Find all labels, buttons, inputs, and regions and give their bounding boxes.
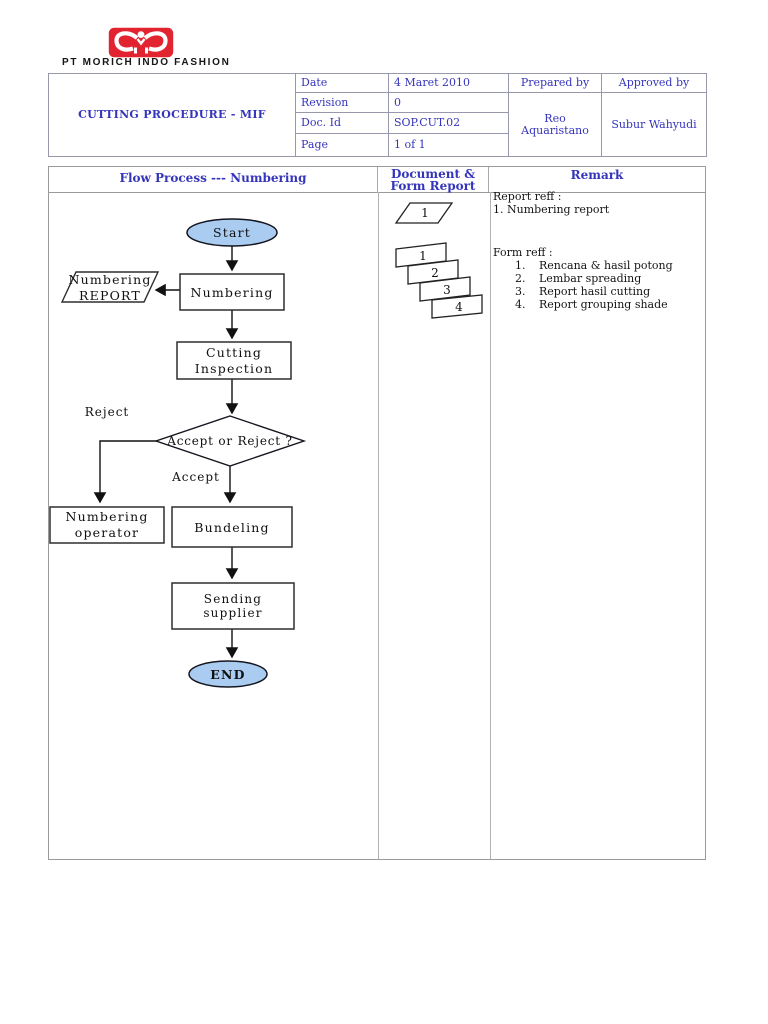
- field-label-docid: Doc. Id: [295, 112, 389, 134]
- column-header-document-form: Document & Form Report: [378, 167, 489, 192]
- form-card-4: [431, 294, 483, 319]
- field-value-revision: 0: [388, 92, 509, 113]
- report-document-number: 1: [421, 206, 429, 220]
- report-reff-title: Report reff :: [493, 190, 562, 203]
- approved-by-name: Subur Wahyudi: [601, 92, 707, 157]
- sending-supplier-label: Sending supplier: [203, 592, 263, 620]
- end-label: END: [210, 666, 246, 682]
- prepared-by-name: Reo Aquaristano: [508, 92, 602, 157]
- form-card-3: [419, 276, 471, 302]
- approved-by-label: Approved by: [601, 73, 707, 93]
- bundeling-shape: [171, 506, 293, 548]
- form-reff-item: 4. Report grouping shade: [515, 298, 668, 311]
- cutting-inspection-label: Cutting Inspection: [194, 344, 274, 376]
- numbering-operator-label: Numbering operator: [65, 509, 149, 540]
- form-card-1-number: 1: [419, 249, 427, 263]
- column-divider: [378, 192, 379, 859]
- column-header-remark: Remark: [570, 168, 624, 182]
- decision-diamond-shape: [153, 415, 307, 467]
- column-divider: [490, 192, 491, 859]
- numbering-report-parallelogram: [60, 271, 160, 303]
- field-value-page: 1 of 1: [388, 133, 509, 157]
- company-logo-icon: [108, 27, 174, 58]
- sending-supplier-shape: [171, 582, 295, 630]
- document-title: CUTTING PROCEDURE - MIF: [48, 73, 296, 157]
- form-reff-item: 1. Rencana & hasil potong: [515, 259, 673, 272]
- start-label: Start: [212, 225, 252, 240]
- bundeling-label: Bundeling: [194, 519, 270, 535]
- decision-label: Accept or Reject ?: [167, 434, 293, 448]
- flowchart-diagram: [49, 218, 307, 688]
- column-header-flow-process: Flow Process --- Numbering: [49, 167, 378, 192]
- numbering-report-label: Numbering REPORT: [68, 271, 152, 303]
- flow-process-table: Flow Process --- Numbering Document & Fo…: [48, 166, 706, 860]
- flow-table-header-row: Flow Process --- Numbering Document & Fo…: [49, 167, 705, 193]
- numbering-operator-shape: [49, 506, 165, 544]
- numbering-label: Numbering: [190, 284, 274, 300]
- field-value-date: 4 Maret 2010: [388, 73, 509, 93]
- document-form-shapes: 1 1 2 3 4: [394, 202, 483, 319]
- report-document-shape: [394, 202, 454, 224]
- cutting-inspection-shape: [176, 341, 292, 380]
- field-label-date: Date: [295, 73, 389, 93]
- company-name: PT MORICH INDO FASHION: [62, 57, 231, 68]
- report-reff-item: 1. Numbering report: [493, 203, 610, 216]
- form-card-2-number: 2: [431, 266, 439, 280]
- remark-content: Report reff : 1. Numbering report Form r…: [493, 190, 701, 311]
- end-terminator-shape: [188, 660, 268, 688]
- form-reff-item: 3. Report hasil cutting: [515, 285, 651, 298]
- prepared-by-label: Prepared by: [508, 73, 602, 93]
- numbering-process-shape: [179, 273, 285, 311]
- accept-branch-label: Accept: [172, 470, 220, 484]
- form-reff-item: 2. Lembar spreading: [515, 272, 642, 285]
- form-reff-title: Form reff :: [493, 246, 553, 259]
- field-value-docid: SOP.CUT.02: [388, 112, 509, 134]
- form-card-4-number: 4: [455, 300, 463, 314]
- document-header-table: CUTTING PROCEDURE - MIF Date 4 Maret 201…: [48, 73, 707, 157]
- reject-branch-label: Reject: [84, 405, 130, 419]
- field-label-page: Page: [295, 133, 389, 157]
- start-terminator-shape: [186, 218, 278, 247]
- connector-reject-branch: [93, 440, 157, 504]
- form-card-3-number: 3: [443, 283, 451, 297]
- field-label-revision: Revision: [295, 92, 389, 113]
